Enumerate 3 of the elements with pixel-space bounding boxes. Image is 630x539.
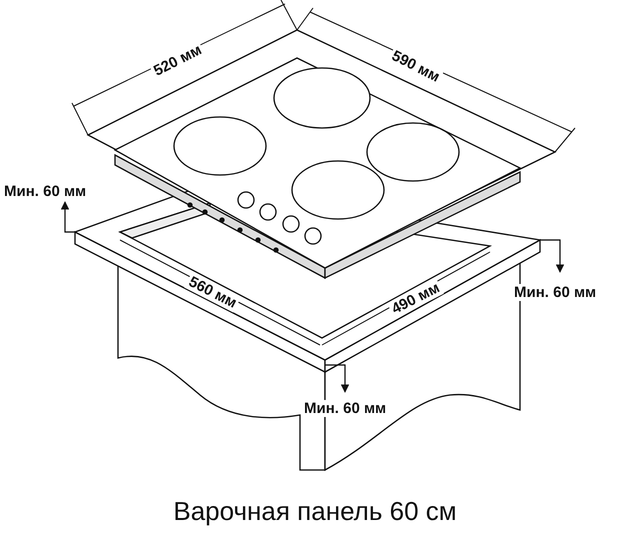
caption: Варочная панель 60 см xyxy=(172,496,458,526)
clearance-label: Мин. 60 мм xyxy=(302,400,388,417)
clearance-label: Мин. 60 мм xyxy=(512,284,598,301)
